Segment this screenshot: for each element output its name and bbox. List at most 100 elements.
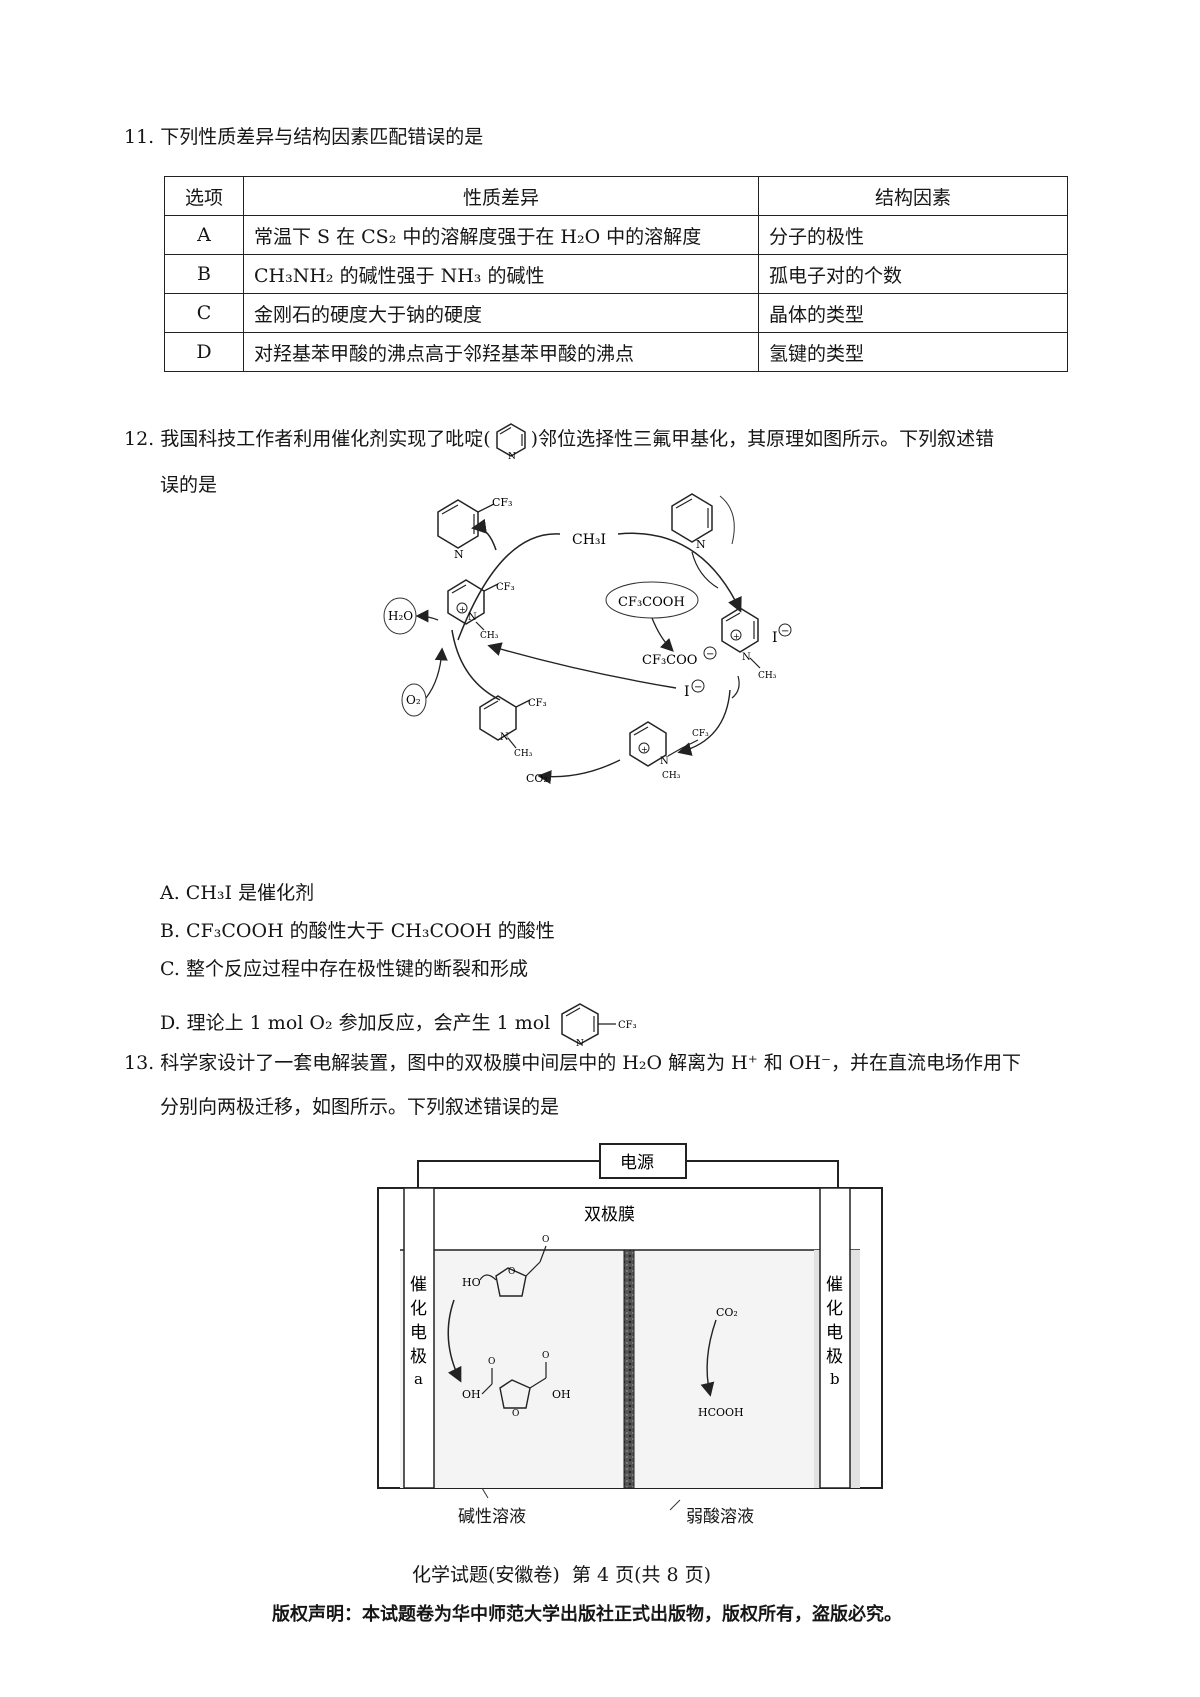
q13-stem-a: 13. 科学家设计了一套电解装置，图中的双极膜中间层中的 H₂O 解离为 H⁺ … [124,1052,1021,1074]
oxidation-arrow [447,1299,462,1383]
row-difference: CH₃NH₂ 的碱性强于 NH₃ 的碱性 [243,254,759,294]
q12-choice-d: D. 理论上 1 mol O₂ 参加反应，会产生 1 mol CF₃ N [160,1000,648,1049]
hmf-molecule: HO O O [462,1235,549,1297]
q12-choice-d-text: D. 理论上 1 mol O₂ 参加反应，会产生 1 mol [160,1012,551,1034]
row-factor: 孤电子对的个数 [758,254,1068,294]
row-factor: 晶体的类型 [758,293,1068,333]
svg-text:O: O [508,1267,515,1277]
table-row: A 常温下 S 在 CS₂ 中的溶解度强于在 H₂O 中的溶解度 分子的极性 [164,215,1068,255]
svg-text:O: O [542,1235,549,1245]
svg-text:CH₃: CH₃ [514,749,533,759]
svg-text:OH: OH [462,1388,481,1401]
svg-text:N: N [508,452,516,460]
svg-text:+: + [733,632,740,641]
svg-text:N: N [742,652,751,663]
iodide-return: I − [487,642,705,700]
q12-stem-line1: 12. 我国科技工作者利用催化剂实现了吡啶( N )邻位选择性三氟甲基化，其原理… [124,420,995,462]
svg-text:N: N [576,1039,584,1048]
q13-stem-b: 分别向两极迁移，如图所示。下列叙述错误的是 [160,1096,560,1118]
svg-text:CH₃: CH₃ [662,771,681,781]
reactant-pyridine: N [671,493,735,551]
svg-text:催: 催 [410,1275,427,1295]
svg-text:电: 电 [826,1323,843,1343]
svg-text:I: I [684,684,690,700]
cf3-pyridine-icon: CF₃ N [561,1003,637,1049]
co2-label: CO₂ [716,1306,738,1319]
svg-text:CF₃: CF₃ [692,729,709,739]
fdca-molecule: OH O O O OH [462,1351,571,1419]
row-option: B [164,254,244,294]
h2o-arrow [415,609,439,623]
trifluoroacetic-acid: CF₃COOH CF₃COO − [605,581,717,668]
dihydropyridine-intermediate: CF₃ N CH₃ [479,695,547,759]
copyright-notice: 版权声明：本试题卷为华中师范大学出版社正式出版物，版权所有，盗版必究。 [272,1604,902,1625]
table-row: D 对羟基苯甲酸的沸点高于邻羟基苯甲酸的沸点 氢键的类型 [164,332,1068,372]
left-solution-label: 碱性溶液 [458,1507,526,1527]
right-solution-label: 弱酸溶液 [686,1507,754,1527]
svg-text:N: N [696,538,706,551]
wire-left [417,1160,600,1188]
q12-stem-a: 12. 我国科技工作者利用催化剂实现了吡啶( [124,428,491,450]
electrode-a [403,1187,435,1489]
cycle-arrow-right-top [731,675,740,699]
svg-text:CF₃: CF₃ [496,582,515,593]
svg-text:N: N [468,612,477,623]
q12-choice-a: A. CH₃I 是催化剂 [160,882,315,904]
membrane-label: 双极膜 [584,1205,635,1225]
n-methyl-cf3-pyridinium: + CF₃ N CH₃ [447,579,515,641]
svg-text:I: I [772,630,778,646]
svg-text:−: − [694,682,702,693]
svg-text:CH₃: CH₃ [480,631,499,641]
n-methylpyridinium-iodide: + N CH₃ I − [721,607,792,681]
svg-text:+: + [459,605,466,614]
svg-text:b: b [830,1370,840,1388]
svg-text:极: 极 [826,1347,843,1367]
row-difference: 金刚石的硬度大于钠的硬度 [243,293,759,333]
h2o-label: H₂O [388,609,413,623]
q12-stem-c: 误的是 [160,474,218,496]
svg-text:−: − [706,649,714,660]
svg-text:−: − [781,626,789,637]
svg-text:O: O [512,1409,519,1419]
header-factor: 结构因素 [758,176,1068,216]
cycle-arrow-left [451,629,501,701]
o2-arrow [425,647,448,699]
svg-text:CF₃COOH: CF₃COOH [618,595,685,610]
svg-text:CH₃: CH₃ [758,671,777,681]
pyridine-icon: N [495,423,526,462]
svg-text:催: 催 [826,1275,843,1295]
pyridine-feed-arrow [691,551,719,589]
header-difference: 性质差异 [243,176,759,216]
table-row: C 金刚石的硬度大于钠的硬度 晶体的类型 [164,293,1068,333]
table-header-row: 选项 性质差异 结构因素 [164,176,1068,216]
svg-text:HO: HO [462,1276,481,1289]
svg-text:极: 极 [410,1347,427,1367]
svg-text:O: O [488,1357,495,1367]
electrode-a-label: 催 化 电 极 a [410,1275,427,1388]
row-option: D [164,332,244,372]
svg-text:CF₃: CF₃ [528,698,547,709]
co2-release-arrow [537,759,621,785]
o2-circle [401,683,427,717]
cycle-arrow-top-left [457,533,561,641]
q11-stem: 11. 下列性质差异与结构因素匹配错误的是 [124,126,484,148]
row-difference: 对羟基苯甲酸的沸点高于邻羟基苯甲酸的沸点 [243,332,759,372]
svg-text:CF₃: CF₃ [492,496,512,509]
wire-right [686,1160,839,1188]
q12-stem-b: )邻位选择性三氟甲基化，其原理如图所示。下列叙述错 [530,428,995,450]
row-option: A [164,215,244,255]
product-release-arrow [471,518,497,551]
bipolar-membrane [623,1249,635,1489]
q12-choice-c: C. 整个反应过程中存在极性键的断裂和形成 [160,958,528,980]
page-footer: 化学试题(安徽卷) 第 4 页(共 8 页) [412,1564,712,1586]
o2-label: O₂ [406,693,421,707]
ch3i-label: CH₃I [572,532,606,548]
svg-text:N: N [500,732,509,743]
q11-table: 选项 性质差异 结构因素 A 常温下 S 在 CS₂ 中的溶解度强于在 H₂O … [164,176,1068,372]
cycle-arrow-right [677,689,731,756]
row-difference: 常温下 S 在 CS₂ 中的溶解度强于在 H₂O 中的溶解度 [243,215,759,255]
row-option: C [164,293,244,333]
row-factor: 分子的极性 [758,215,1068,255]
svg-text:O: O [542,1351,549,1361]
reduction-arrow [700,1319,717,1397]
